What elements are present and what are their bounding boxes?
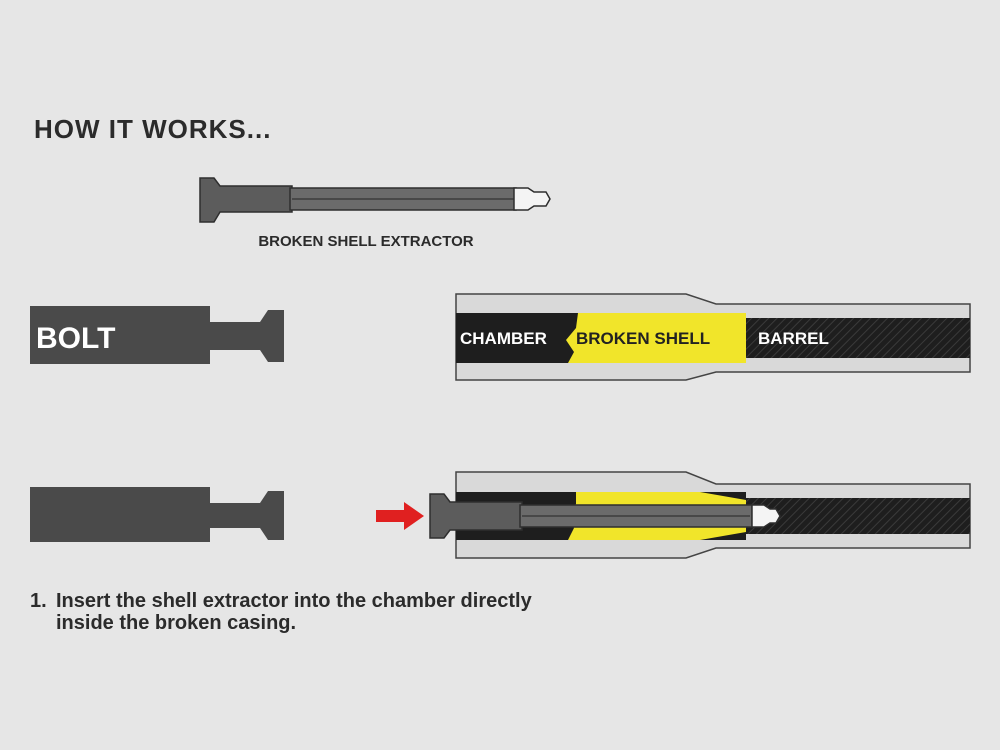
extractor-tip: [513, 187, 551, 211]
bolt-bottom: [30, 487, 284, 542]
extractor-tool: [199, 177, 551, 223]
instruction-number: 1.: [30, 590, 47, 612]
extractor-inserted-tip: [751, 504, 781, 528]
barrel-top: [455, 293, 971, 381]
bolt-top: [30, 306, 284, 364]
extractor-head: [199, 177, 293, 223]
barrel-label: BARREL: [758, 329, 829, 348]
barrel-bore: [716, 318, 970, 358]
extractor-label: BROKEN SHELL EXTRACTOR: [258, 233, 473, 250]
broken-shell-fill: [566, 313, 746, 363]
page-title: HOW IT WORKS...: [34, 114, 272, 144]
chamber-label: CHAMBER: [460, 329, 547, 348]
bolt-label: BOLT: [36, 322, 115, 355]
instruction-step-1: 1. Insert the shell extractor into the ch…: [30, 590, 532, 634]
instruction-line-1: Insert the shell extractor into the cham…: [56, 590, 532, 612]
instruction-line-2: inside the broken casing.: [56, 612, 297, 634]
right-arrow-icon: [376, 502, 424, 530]
broken-shell-label: BROKEN SHELL: [576, 329, 710, 348]
extractor-inserted-head: [429, 493, 523, 539]
extractor-inserted: [429, 493, 781, 539]
